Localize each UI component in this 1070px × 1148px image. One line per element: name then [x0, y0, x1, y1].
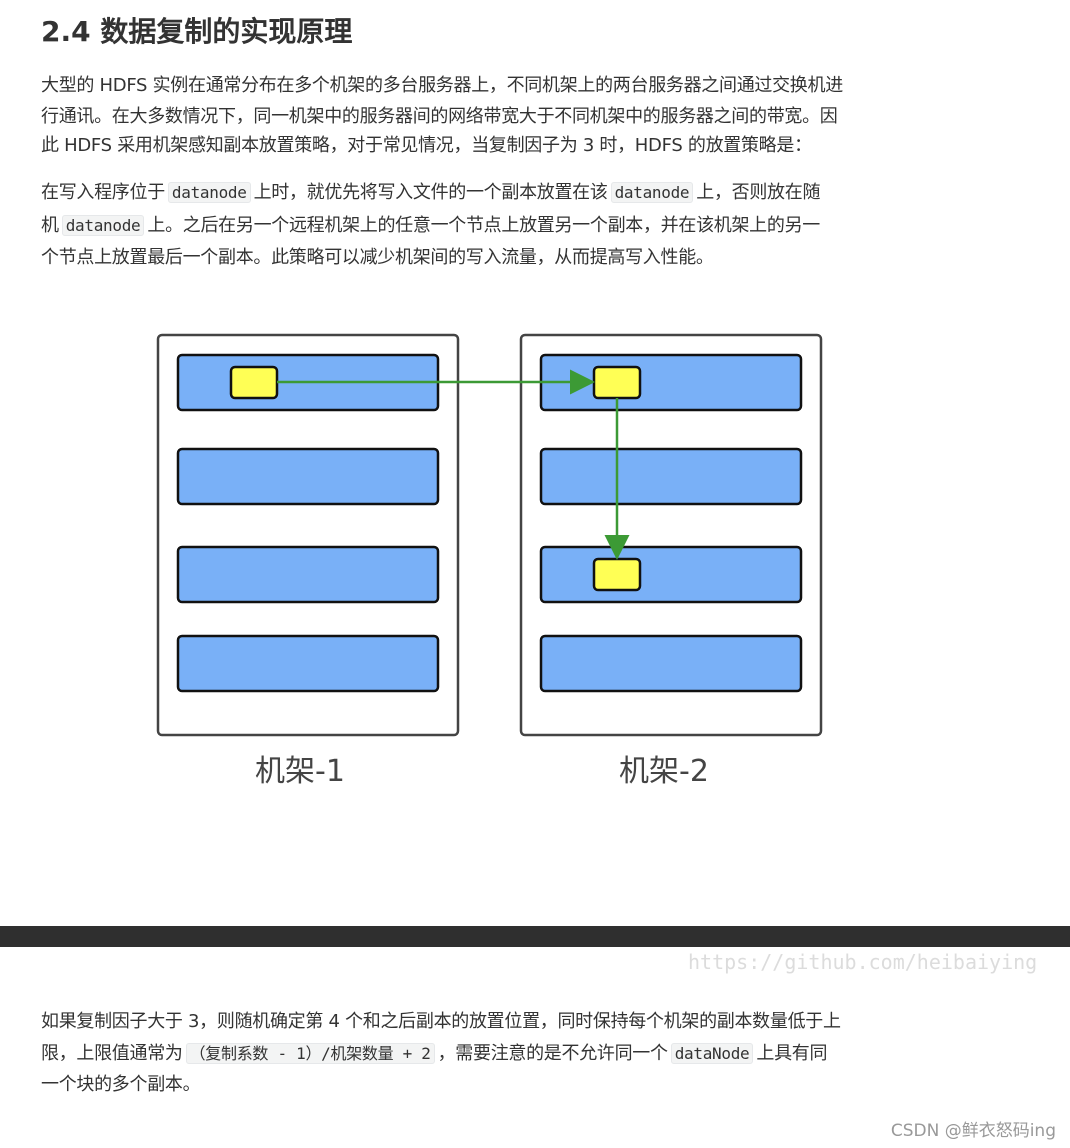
rack-diagram: 机架-1 机架-2 — [156, 333, 823, 789]
section-title: 2.4 数据复制的实现原理 — [41, 15, 353, 48]
csdn-watermark: CSDN @鲜衣怒码ing — [890, 1121, 1056, 1141]
inline-code: datanode — [610, 182, 694, 203]
text: 上，否则放在随 — [696, 182, 821, 203]
paragraph-line: 行通讯。在大多数情况下，同一机架中的服务器间的网络带宽大于不同机架中的服务器之间… — [41, 106, 838, 127]
inline-code: dataNode — [670, 1043, 754, 1064]
rack-1-label: 机架-1 — [255, 754, 345, 789]
paragraph-line: 限，上限值通常为（复制系数 - 1）/机架数量 + 2，需要注意的是不允许同一个… — [41, 1039, 828, 1069]
text: 机 — [41, 215, 59, 236]
inline-code: （复制系数 - 1）/机架数量 + 2 — [185, 1043, 435, 1064]
replica-block — [592, 557, 642, 592]
paragraph-line: 如果复制因子大于 3，则随机确定第 4 个和之后副本的放置位置，同时保持每个机架… — [41, 1011, 841, 1032]
text: ，需要注意的是不允许同一个 — [437, 1043, 668, 1064]
image-watermark: https://github.com/heibaiying — [688, 950, 1038, 974]
text: 上具有同 — [756, 1043, 828, 1064]
inline-code: datanode — [167, 182, 251, 203]
replica-block — [592, 365, 642, 400]
replica-block — [229, 365, 279, 400]
server — [176, 545, 440, 604]
server — [176, 447, 440, 506]
text: 限，上限值通常为 — [41, 1043, 183, 1064]
server — [539, 545, 803, 604]
rack-2-label: 机架-2 — [619, 754, 709, 789]
paragraph-line: 此 HDFS 采用机架感知副本放置策略，对于常见情况，当复制因子为 3 时，HD… — [41, 135, 812, 156]
server — [539, 634, 803, 693]
inline-code: datanode — [61, 215, 145, 236]
text: 上时，就优先将写入文件的一个副本放置在该 — [253, 182, 608, 203]
server — [176, 634, 440, 693]
paragraph-line: 个节点上放置最后一个副本。此策略可以减少机架间的写入流量，从而提高写入性能。 — [41, 247, 714, 268]
paragraph-line: 一个块的多个副本。 — [41, 1074, 201, 1095]
text: 在写入程序位于 — [41, 182, 165, 203]
text: 上。之后在另一个远程机架上的任意一个节点上放置另一个副本，并在该机架上的另一 — [147, 215, 820, 236]
paragraph-line: 大型的 HDFS 实例在通常分布在多个机架的多台服务器上，不同机架上的两台服务器… — [41, 75, 843, 96]
server — [539, 447, 803, 506]
image-bottom-bar — [0, 926, 1070, 947]
